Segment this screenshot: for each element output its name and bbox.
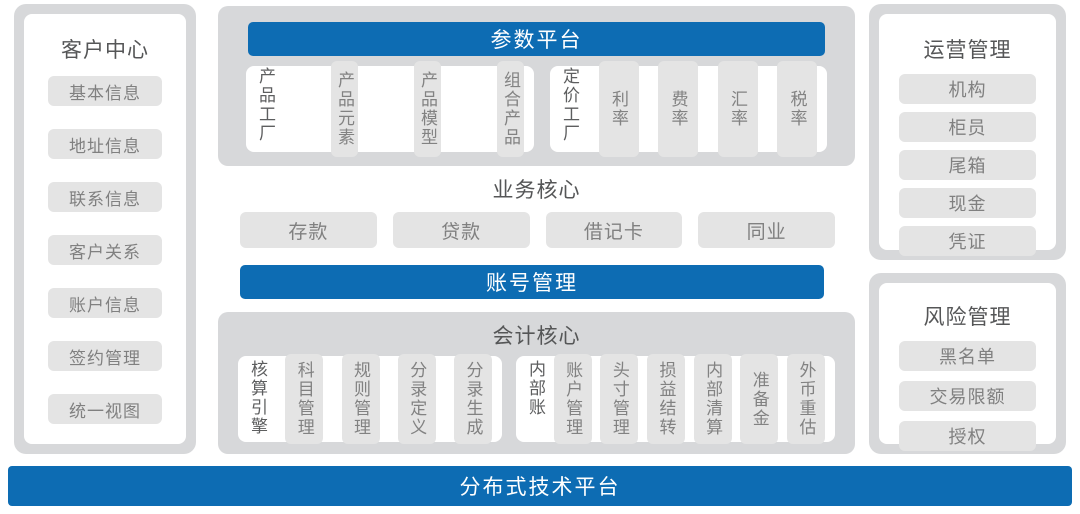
list-item[interactable]: 借记卡 [545, 212, 683, 248]
list-item[interactable]: 贷款 [392, 212, 530, 248]
parameter-platform-panel: 参数平台 产品工厂 产品元素 产品模型 组合产品 定价工厂 利率 费率 汇率 税… [218, 6, 855, 166]
list-item[interactable]: 外币重估 [786, 354, 825, 444]
accounting-core-groups: 核算引擎 科目管理 规则管理 分录定义 分录生成 内部账 账户管理 头寸管理 损… [238, 354, 835, 444]
customer-center-list: 基本信息 地址信息 联系信息 客户关系 账户信息 签约管理 统一视图 [48, 76, 162, 447]
list-item[interactable]: 费率 [658, 61, 698, 157]
list-item[interactable]: 账户信息 [48, 288, 162, 318]
risk-management-card: 风险管理 黑名单 交易限额 授权 [879, 283, 1056, 451]
list-item[interactable]: 账户管理 [553, 354, 592, 444]
list-item[interactable]: 尾箱 [899, 150, 1036, 180]
operations-management-panel: 运营管理 机构 柜员 尾箱 现金 凭证 [869, 4, 1066, 260]
accounting-core-panel: 会计核心 核算引擎 科目管理 规则管理 分录定义 分录生成 内部账 账户管理 头… [218, 312, 855, 454]
customer-center-card: 客户中心 基本信息 地址信息 联系信息 客户关系 账户信息 签约管理 统一视图 [24, 14, 186, 444]
list-item[interactable]: 产品元素 [331, 61, 358, 157]
list-item[interactable]: 规则管理 [341, 354, 380, 444]
business-core-title: 业务核心 [492, 179, 581, 202]
customer-center-panel: 客户中心 基本信息 地址信息 联系信息 客户关系 账户信息 签约管理 统一视图 [14, 4, 196, 454]
tech-platform-banner[interactable]: 分布式技术平台 [8, 466, 1072, 506]
list-item[interactable]: 黑名单 [899, 341, 1036, 371]
list-item[interactable]: 产品模型 [414, 61, 441, 157]
operations-management-card: 运营管理 机构 柜员 尾箱 现金 凭证 [879, 14, 1056, 256]
list-item[interactable]: 损益结转 [646, 354, 685, 444]
product-factory-label: 产品工厂 [256, 67, 275, 143]
list-item[interactable]: 组合产品 [497, 61, 524, 157]
list-item[interactable]: 汇率 [717, 61, 758, 157]
accounting-engine-group: 核算引擎 科目管理 规则管理 分录定义 分录生成 [238, 354, 502, 444]
list-item[interactable]: 科目管理 [285, 354, 324, 444]
list-item[interactable]: 统一视图 [48, 394, 162, 424]
product-factory-group: 产品工厂 产品元素 产品模型 组合产品 [246, 61, 534, 157]
parameter-platform-banner[interactable]: 参数平台 [248, 22, 825, 56]
accounting-engine-label: 核算引擎 [248, 360, 267, 436]
account-management-banner[interactable]: 账号管理 [240, 265, 824, 299]
list-item[interactable]: 存款 [240, 212, 377, 248]
list-item[interactable]: 客户关系 [48, 235, 162, 265]
business-core-list: 存款 贷款 借记卡 同业 [240, 212, 835, 248]
list-item[interactable]: 分录生成 [454, 354, 492, 444]
list-item[interactable]: 签约管理 [48, 341, 162, 371]
list-item[interactable]: 地址信息 [48, 129, 162, 159]
parameter-platform-groups: 产品工厂 产品元素 产品模型 组合产品 定价工厂 利率 费率 汇率 税率 [246, 61, 827, 157]
pricing-factory-label: 定价工厂 [560, 67, 579, 143]
internal-account-label: 内部账 [526, 360, 545, 417]
internal-account-group: 内部账 账户管理 头寸管理 损益结转 内部清算 准备金 外币重估 [516, 354, 835, 444]
list-item[interactable]: 利率 [598, 61, 639, 157]
list-item[interactable]: 交易限额 [899, 381, 1036, 411]
list-item[interactable]: 头寸管理 [600, 354, 639, 444]
list-item[interactable]: 准备金 [740, 354, 779, 444]
operations-management-title: 运营管理 [923, 39, 1012, 62]
list-item[interactable]: 柜员 [899, 112, 1036, 142]
list-item[interactable]: 凭证 [899, 226, 1036, 256]
list-item[interactable]: 机构 [899, 74, 1036, 104]
accounting-core-title: 会计核心 [492, 325, 581, 348]
pricing-factory-group: 定价工厂 利率 费率 汇率 税率 [550, 61, 827, 157]
list-item[interactable]: 同业 [698, 212, 835, 248]
risk-management-title: 风险管理 [923, 306, 1012, 329]
risk-management-panel: 风险管理 黑名单 交易限额 授权 [869, 273, 1066, 454]
list-item[interactable]: 分录定义 [397, 354, 436, 444]
list-item[interactable]: 税率 [777, 61, 817, 157]
list-item[interactable]: 授权 [899, 421, 1036, 451]
list-item[interactable]: 基本信息 [48, 76, 162, 106]
operations-management-list: 机构 柜员 尾箱 现金 凭证 [899, 74, 1036, 264]
list-item[interactable]: 内部清算 [693, 354, 732, 444]
list-item[interactable]: 现金 [899, 188, 1036, 218]
customer-center-title: 客户中心 [61, 39, 149, 62]
list-item[interactable]: 联系信息 [48, 182, 162, 212]
risk-management-list: 黑名单 交易限额 授权 [899, 341, 1036, 461]
